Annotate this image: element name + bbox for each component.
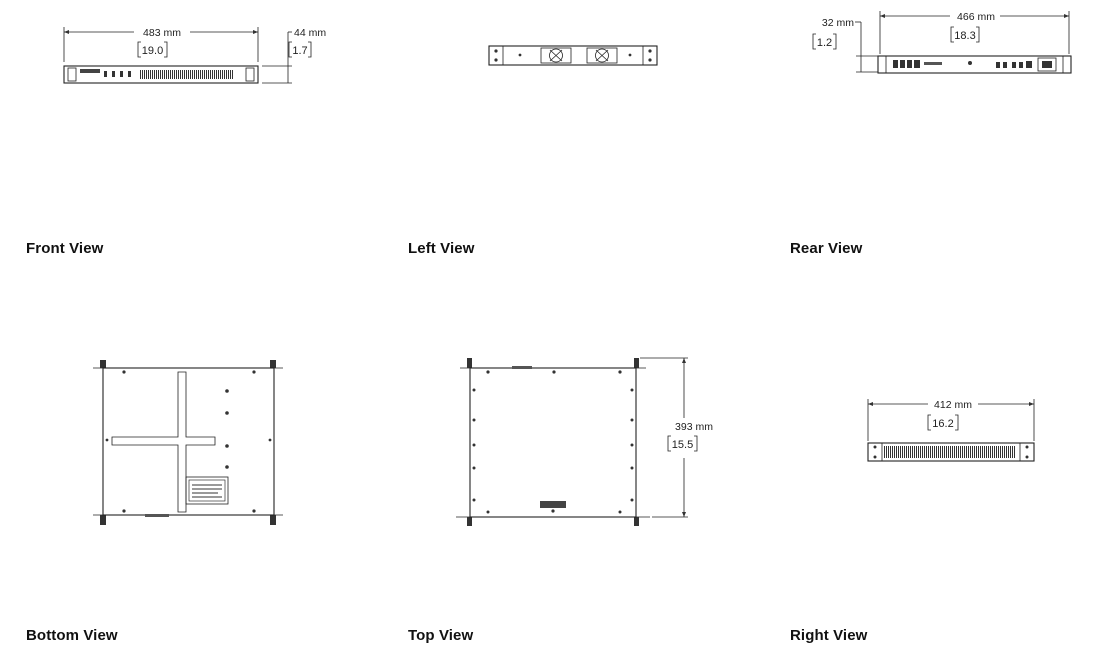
rear-height-in: 1.2 <box>817 37 832 49</box>
front-view-drawing: 483 mm 19.0 44 mm 1.7 <box>63 27 326 84</box>
rear-height-mm: 32 mm <box>822 17 854 29</box>
front-height-in: 1.7 <box>292 45 307 57</box>
front-height-mm: 44 mm <box>294 27 326 39</box>
top-view-label: Top View <box>408 627 474 644</box>
rear-width-in: 18.3 <box>954 30 975 42</box>
front-width-mm: 483 mm <box>143 27 181 39</box>
front-width-in: 19.0 <box>142 45 163 57</box>
bottom-view-drawing <box>93 360 283 525</box>
left-view-label: Left View <box>408 240 475 257</box>
top-depth-mm: 393 mm <box>675 421 713 433</box>
front-view-label: Front View <box>26 240 104 257</box>
top-depth-in: 15.5 <box>672 439 693 451</box>
top-view-drawing: 393 mm 15.5 <box>456 357 713 526</box>
right-view-drawing: 412 mm 16.2 <box>867 399 1035 462</box>
rear-width-mm: 466 mm <box>957 11 995 23</box>
right-width-in: 16.2 <box>932 418 953 430</box>
bottom-view-label: Bottom View <box>26 627 118 644</box>
rear-view-label: Rear View <box>790 240 863 257</box>
left-view-drawing <box>488 45 658 66</box>
right-width-mm: 412 mm <box>934 399 972 411</box>
right-view-label: Right View <box>790 627 868 644</box>
rear-view-drawing: 466 mm 18.3 32 mm 1.2 <box>812 11 1072 74</box>
